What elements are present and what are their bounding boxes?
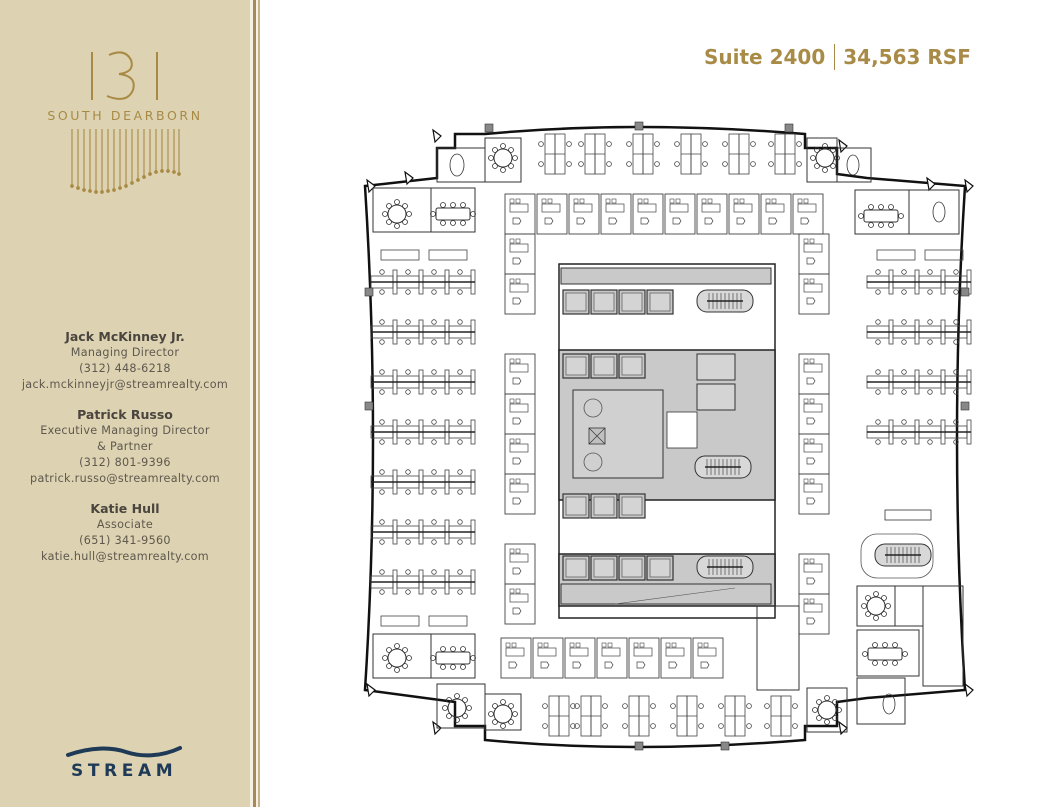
contact-name: Jack McKinney Jr.	[65, 329, 185, 344]
contact-card: Patrick Russo Executive Managing Directo…	[0, 406, 250, 487]
contact-card: Katie Hull Associate (651) 341-9560 kati…	[0, 500, 250, 565]
contact-phone[interactable]: (312) 801-9396	[79, 456, 171, 469]
contact-title: Managing Director	[70, 346, 180, 359]
fringe-logo-icon	[70, 129, 181, 194]
wave-icon	[66, 746, 182, 758]
building-logo: SOUTH DEARBORN	[0, 50, 250, 199]
stream-logo: STREAM	[66, 745, 190, 781]
stair-icon	[694, 455, 752, 479]
contact-card: Jack McKinney Jr. Managing Director (312…	[0, 328, 250, 393]
divider	[250, 0, 253, 807]
stair-icon	[874, 543, 932, 567]
contact-title: Associate	[96, 518, 154, 531]
stair-icon	[696, 289, 754, 313]
contact-email[interactable]: katie.hull@streamrealty.com	[40, 550, 210, 563]
building-number-logo	[0, 50, 250, 102]
title-separator	[834, 44, 836, 70]
restroom-icon	[572, 389, 664, 479]
building-name: SOUTH DEARBORN	[47, 108, 203, 123]
stair-icon	[696, 555, 754, 579]
sidebar: SOUTH DEARBORN	[0, 0, 250, 807]
broker-contacts: Jack McKinney Jr. Managing Director (312…	[0, 328, 250, 578]
divider	[256, 0, 258, 807]
suite-title: Suite 2400 34,563 RSF	[704, 44, 971, 70]
floor-plan	[363, 121, 974, 751]
brand-name: STREAM	[71, 761, 178, 781]
contact-email[interactable]: patrick.russo@streamrealty.com	[30, 472, 220, 485]
contact-name: Patrick Russo	[77, 407, 173, 422]
contact-phone[interactable]: (651) 341-9560	[79, 534, 171, 547]
suite-area: 34,563 RSF	[843, 45, 971, 69]
contact-title: Executive Managing Director	[40, 424, 210, 437]
suite-number: Suite 2400	[704, 45, 826, 69]
contact-title-line-2: & Partner	[97, 440, 153, 453]
contact-phone[interactable]: (312) 448-6218	[79, 362, 171, 375]
divider	[253, 0, 256, 807]
contact-name: Katie Hull	[90, 501, 160, 516]
building-core	[558, 263, 776, 619]
contact-email[interactable]: jack.mckinneyjr@streamrealty.com	[21, 378, 229, 391]
divider	[258, 0, 260, 807]
